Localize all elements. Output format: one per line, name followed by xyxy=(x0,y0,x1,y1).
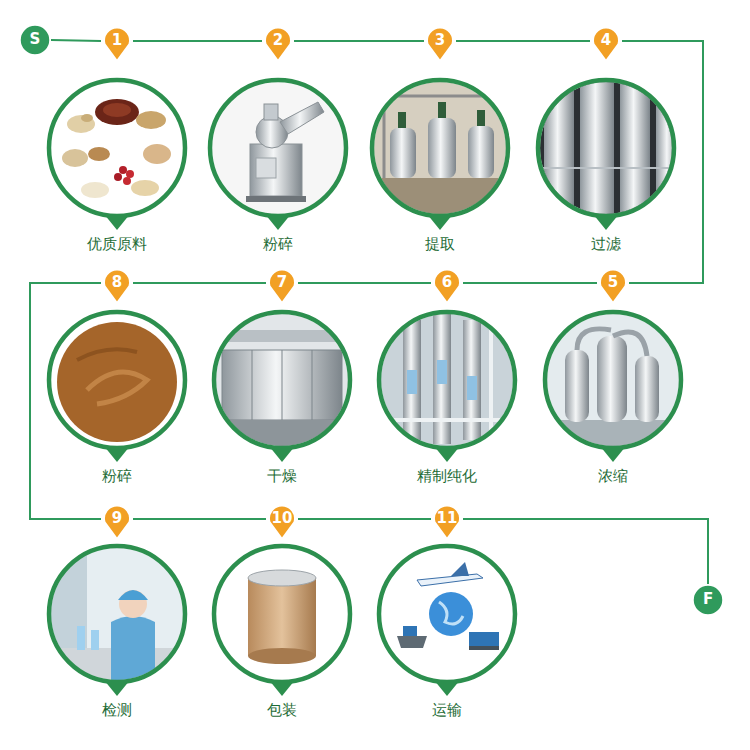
drum-picture xyxy=(212,544,352,684)
number-badge: 3 xyxy=(424,25,456,63)
step-label: 运输 xyxy=(372,700,522,720)
flow-line xyxy=(456,40,590,42)
step-number: 4 xyxy=(590,25,622,55)
flow-line xyxy=(298,282,431,284)
raw-materials-picture xyxy=(47,78,187,218)
step-label: 干燥 xyxy=(207,466,357,486)
concentrator-picture xyxy=(543,310,683,450)
step-circle: 粉碎 xyxy=(42,310,192,500)
step-number: 2 xyxy=(262,25,294,55)
terminal-letter: F xyxy=(692,584,724,614)
step-label: 浓缩 xyxy=(538,466,688,486)
flow-line xyxy=(294,40,424,42)
step-circle: 干燥 xyxy=(207,310,357,500)
terminal-circle: F xyxy=(692,584,724,616)
step-label: 精制纯化 xyxy=(372,466,522,486)
flow-line xyxy=(133,518,266,520)
flow-line xyxy=(463,282,597,284)
number-badge: 11 xyxy=(431,503,463,541)
terminal-circle: S xyxy=(19,24,51,56)
step-label: 粉碎 xyxy=(203,234,353,254)
flow-line xyxy=(51,40,101,41)
step-circle: 包装 xyxy=(207,544,357,734)
step-number: 10 xyxy=(266,503,298,533)
step-circle: 浓缩 xyxy=(538,310,688,500)
step-label: 优质原料 xyxy=(42,234,192,254)
step-label: 提取 xyxy=(365,234,515,254)
grinder-picture xyxy=(208,78,348,218)
step-number: 11 xyxy=(431,503,463,533)
number-badge: 9 xyxy=(101,503,133,541)
step-circle: 精制纯化 xyxy=(372,310,522,500)
step-label: 粉碎 xyxy=(42,466,192,486)
step-number: 9 xyxy=(101,503,133,533)
step-number: 7 xyxy=(266,267,298,297)
flow-line xyxy=(622,41,703,283)
transport-picture xyxy=(377,544,517,684)
number-badge: 8 xyxy=(101,267,133,305)
purification-picture xyxy=(377,310,517,450)
number-badge: 4 xyxy=(590,25,622,63)
step-circle: 运输 xyxy=(372,544,522,734)
step-label: 包装 xyxy=(207,700,357,720)
step-number: 6 xyxy=(431,267,463,297)
extraction-picture xyxy=(370,78,510,218)
step-circle: 检测 xyxy=(42,544,192,734)
step-number: 3 xyxy=(424,25,456,55)
flow-line xyxy=(133,40,262,42)
number-badge: 5 xyxy=(597,267,629,305)
filter-picture xyxy=(536,78,680,218)
step-circle: 优质原料 xyxy=(42,78,192,268)
step-circle: 提取 xyxy=(365,78,515,268)
flow-line xyxy=(298,518,431,520)
step-number: 1 xyxy=(101,25,133,55)
dryer-picture xyxy=(212,310,352,450)
number-badge: 6 xyxy=(431,267,463,305)
number-badge: 2 xyxy=(262,25,294,63)
number-badge: 7 xyxy=(266,267,298,305)
number-badge: 1 xyxy=(101,25,133,63)
lab-picture xyxy=(47,544,187,684)
step-label: 过滤 xyxy=(531,234,681,254)
number-badge: 10 xyxy=(266,503,298,541)
step-number: 8 xyxy=(101,267,133,297)
step-circle: 过滤 xyxy=(531,78,681,268)
terminal-letter: S xyxy=(19,24,51,54)
step-number: 5 xyxy=(597,267,629,297)
step-label: 检测 xyxy=(42,700,192,720)
powder-picture xyxy=(47,310,187,450)
flow-line xyxy=(133,282,266,284)
step-circle: 粉碎 xyxy=(203,78,353,268)
